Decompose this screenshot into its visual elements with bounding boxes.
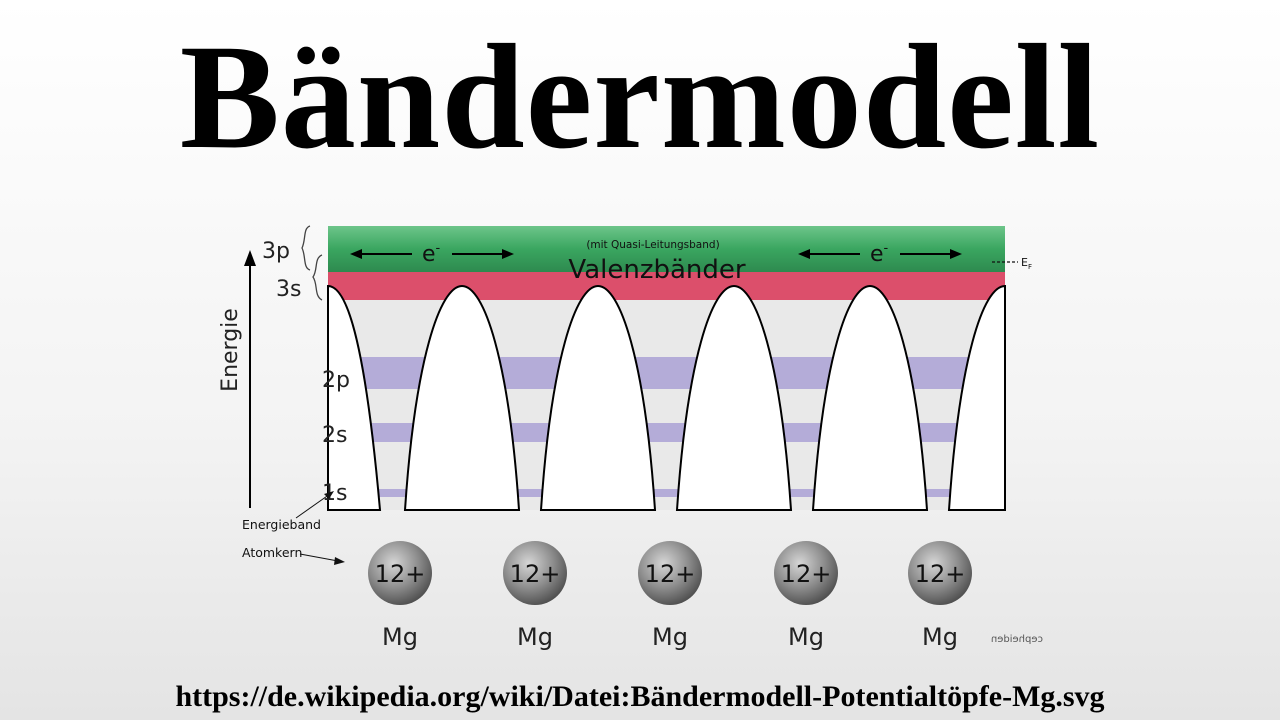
element-label: Mg <box>517 623 553 651</box>
nucleus-charge: 12+ <box>645 560 696 588</box>
energy-band-label: Energieband <box>242 517 321 532</box>
page-title: Bändermodell <box>179 14 1101 180</box>
element-label: Mg <box>922 623 958 651</box>
nucleus-charge: 12+ <box>510 560 561 588</box>
nucleus: 12+ Mg <box>908 541 972 651</box>
nucleus: 12+ Mg <box>368 541 432 651</box>
potential-well <box>947 284 1006 511</box>
element-label: Mg <box>652 623 688 651</box>
conduction-note: (mit Quasi-Leitungsband) <box>586 239 719 251</box>
element-label: Mg <box>382 623 418 651</box>
potential-well <box>403 284 521 511</box>
author-credit: cepheiden <box>991 634 1043 645</box>
nucleus-charge: 12+ <box>781 560 832 588</box>
nucleus-pointer-head <box>334 557 345 565</box>
potential-well <box>539 284 657 511</box>
level-2s-label: 2s <box>322 423 347 448</box>
band-1s <box>328 489 1005 497</box>
potential-well <box>327 284 382 511</box>
nucleus: 12+ Mg <box>638 541 702 651</box>
brace-3p <box>301 225 311 271</box>
energy-band-pointer <box>295 493 331 519</box>
nucleus-charge: 12+ <box>915 560 966 588</box>
energy-axis-label: Energie <box>218 308 243 392</box>
nucleus-charge: 12+ <box>375 560 426 588</box>
nucleus-pointer <box>299 553 339 562</box>
element-label: Mg <box>788 623 824 651</box>
potential-well <box>811 284 929 511</box>
nucleus: 12+ Mg <box>774 541 838 651</box>
nucleus: 12+ Mg <box>503 541 567 651</box>
fermi-level-label: EF <box>1021 256 1032 271</box>
level-2p-label: 2p <box>322 368 350 393</box>
electron-label: e- <box>870 241 889 267</box>
band-3s <box>328 272 1005 300</box>
band-3p <box>328 226 1005 272</box>
level-3p-label: 3p <box>262 239 290 264</box>
electron-arrow-head <box>950 249 962 259</box>
energy-band-pointer-head <box>324 491 334 499</box>
nucleus-label: Atomkern <box>242 545 302 560</box>
electron-arrow-head <box>350 249 362 259</box>
energy-axis-arrowhead <box>244 250 256 266</box>
electron-arrow-head <box>502 249 514 259</box>
level-3s-label: 3s <box>276 277 301 302</box>
electron-arrow-head <box>798 249 810 259</box>
source-url[interactable]: https://de.wikipedia.org/wiki/Datei:Bänd… <box>175 680 1105 713</box>
brace-3s <box>312 254 323 301</box>
potential-well <box>675 284 793 511</box>
valence-band-label: Valenzbänder <box>568 255 745 285</box>
electron-label: e- <box>422 241 441 267</box>
